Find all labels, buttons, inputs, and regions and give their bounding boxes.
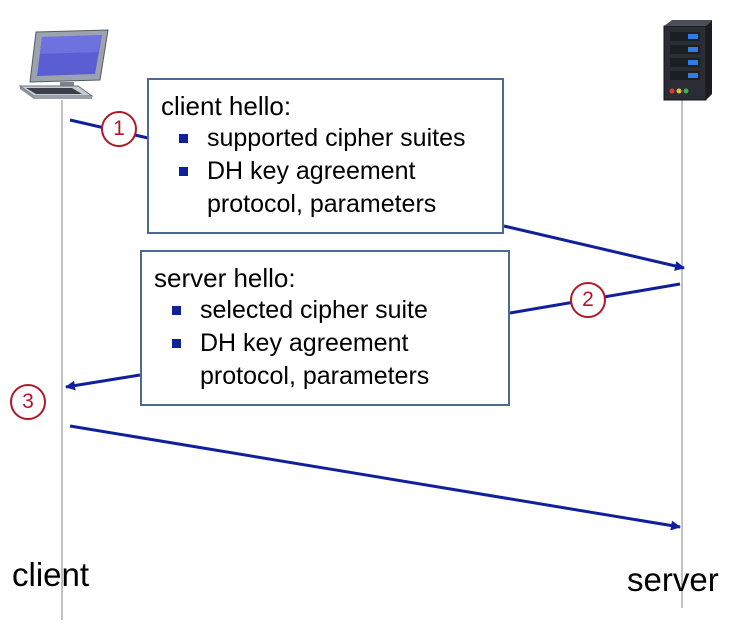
list-item-text: protocol, parameters bbox=[207, 190, 437, 218]
client-hello-box: client hello: supported cipher suites DH… bbox=[147, 78, 504, 234]
bullet-icon bbox=[179, 167, 188, 176]
bullet-icon bbox=[172, 339, 181, 348]
step-2-badge: 2 bbox=[570, 282, 606, 318]
list-item: DH key agreement bbox=[161, 155, 502, 188]
step-3-arrow bbox=[69, 424, 681, 531]
server-hello-arrow bbox=[65, 373, 141, 391]
client-hello-arrow bbox=[503, 224, 685, 271]
server-hello-list: selected cipher suite DH key agreement p… bbox=[154, 294, 508, 393]
server-rack-icon bbox=[663, 20, 712, 101]
client-hello-list: supported cipher suites DH key agreement… bbox=[161, 122, 502, 221]
step-3-badge: 3 bbox=[10, 384, 46, 420]
desktop-computer-icon bbox=[18, 29, 109, 99]
list-item-text: protocol, parameters bbox=[200, 362, 430, 390]
server-hello-title: server hello: bbox=[154, 263, 296, 293]
list-item: protocol, parameters bbox=[161, 188, 502, 221]
list-item: DH key agreement bbox=[154, 327, 508, 360]
list-item: selected cipher suite bbox=[154, 294, 508, 327]
list-item-text: DH key agreement bbox=[200, 329, 409, 357]
list-item-text: supported cipher suites bbox=[207, 124, 466, 152]
step-1-badge: 1 bbox=[101, 111, 137, 147]
bullet-icon bbox=[172, 306, 181, 315]
list-item: supported cipher suites bbox=[161, 122, 502, 155]
list-item-text: DH key agreement bbox=[207, 157, 416, 185]
bullet-icon bbox=[179, 134, 188, 143]
list-item: protocol, parameters bbox=[154, 360, 508, 393]
client-hello-title: client hello: bbox=[161, 91, 292, 121]
server-label: server bbox=[627, 561, 719, 598]
server-hello-box: server hello: selected cipher suite DH k… bbox=[140, 250, 510, 406]
client-label: client bbox=[12, 556, 90, 593]
list-item-text: selected cipher suite bbox=[200, 296, 428, 324]
